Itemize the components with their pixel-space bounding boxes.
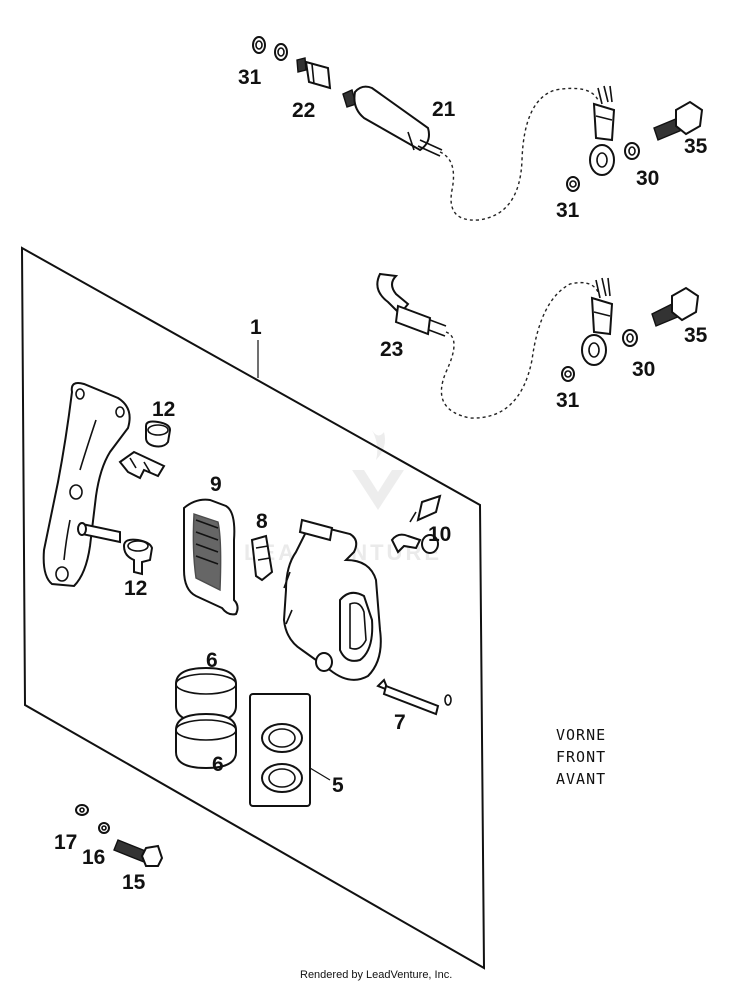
callout-9: 9 bbox=[210, 473, 222, 496]
caliper-assembly-panel bbox=[20, 246, 486, 970]
banjo-bolt-35-top bbox=[653, 100, 704, 141]
callout-31-top-right: 31 bbox=[556, 199, 580, 222]
callout-5: 5 bbox=[332, 774, 344, 797]
leader-5 bbox=[309, 767, 331, 781]
callout-35-top: 35 bbox=[684, 135, 708, 158]
bushing-12-top bbox=[145, 420, 172, 448]
washer-31-top bbox=[252, 36, 288, 61]
washer-30-lower bbox=[622, 329, 638, 347]
washer-31-top-right bbox=[566, 176, 580, 192]
brake-pad-9 bbox=[183, 498, 239, 616]
banjo-fitting-lower bbox=[581, 277, 614, 366]
hose-end-fitting-21 bbox=[342, 85, 443, 157]
callout-15: 15 bbox=[122, 871, 146, 894]
callout-12-top: 12 bbox=[152, 398, 175, 421]
callout-6-top: 6 bbox=[206, 649, 218, 672]
bleed-valve-10 bbox=[409, 494, 442, 523]
brake-hose-lower bbox=[440, 281, 601, 419]
caliper-bracket bbox=[42, 382, 131, 588]
callout-17: 17 bbox=[54, 831, 77, 854]
banjo-bolt-35-lower bbox=[651, 286, 700, 327]
bleed-cap-10 bbox=[390, 533, 439, 554]
callout-10: 10 bbox=[428, 523, 451, 546]
callout-31-lower: 31 bbox=[556, 389, 580, 412]
footer-credit: Rendered by LeadVenture, Inc. bbox=[300, 969, 452, 981]
callout-21: 21 bbox=[432, 98, 456, 121]
callout-30-top: 30 bbox=[636, 167, 659, 190]
pistons-6 bbox=[175, 666, 237, 770]
hose-fitting-23 bbox=[376, 272, 447, 337]
bolt-15 bbox=[113, 839, 164, 867]
bushing-12-lower bbox=[122, 538, 154, 576]
callout-35-lower: 35 bbox=[684, 324, 708, 347]
callout-8: 8 bbox=[256, 510, 268, 533]
pad-pin-7 bbox=[376, 678, 452, 716]
callout-labels: 31 22 21 35 30 31 1 23 35 30 31 12 9 8 1… bbox=[54, 66, 708, 894]
anti-rattle-spring-8 bbox=[250, 534, 274, 582]
callout-30-lower: 30 bbox=[632, 358, 655, 381]
caliper-body bbox=[282, 518, 382, 681]
callout-7: 7 bbox=[394, 711, 406, 734]
callout-31-top: 31 bbox=[238, 66, 262, 89]
region-label-line-1: VORNE bbox=[556, 726, 606, 744]
callout-1: 1 bbox=[250, 316, 262, 339]
brake-hose-top bbox=[439, 87, 599, 221]
guide-pin bbox=[77, 522, 121, 544]
lock-washer-16 bbox=[98, 822, 110, 834]
callout-23: 23 bbox=[380, 338, 403, 361]
adapter-fitting-22 bbox=[296, 57, 332, 90]
pad-spring-clip bbox=[118, 450, 166, 480]
washer-30-top bbox=[624, 142, 640, 160]
washer-31-lower bbox=[561, 366, 575, 382]
seal-kit-5 bbox=[249, 693, 311, 807]
region-label: VORNE FRONT AVANT bbox=[556, 726, 606, 788]
washer-17 bbox=[75, 804, 89, 816]
callout-6-lower: 6 bbox=[212, 753, 224, 776]
callout-16: 16 bbox=[82, 846, 105, 869]
region-label-line-2: FRONT bbox=[556, 748, 606, 766]
region-label-line-3: AVANT bbox=[556, 770, 606, 788]
callout-22: 22 bbox=[292, 99, 315, 122]
callout-12-lower: 12 bbox=[124, 577, 147, 600]
banjo-fitting-top bbox=[589, 85, 616, 176]
